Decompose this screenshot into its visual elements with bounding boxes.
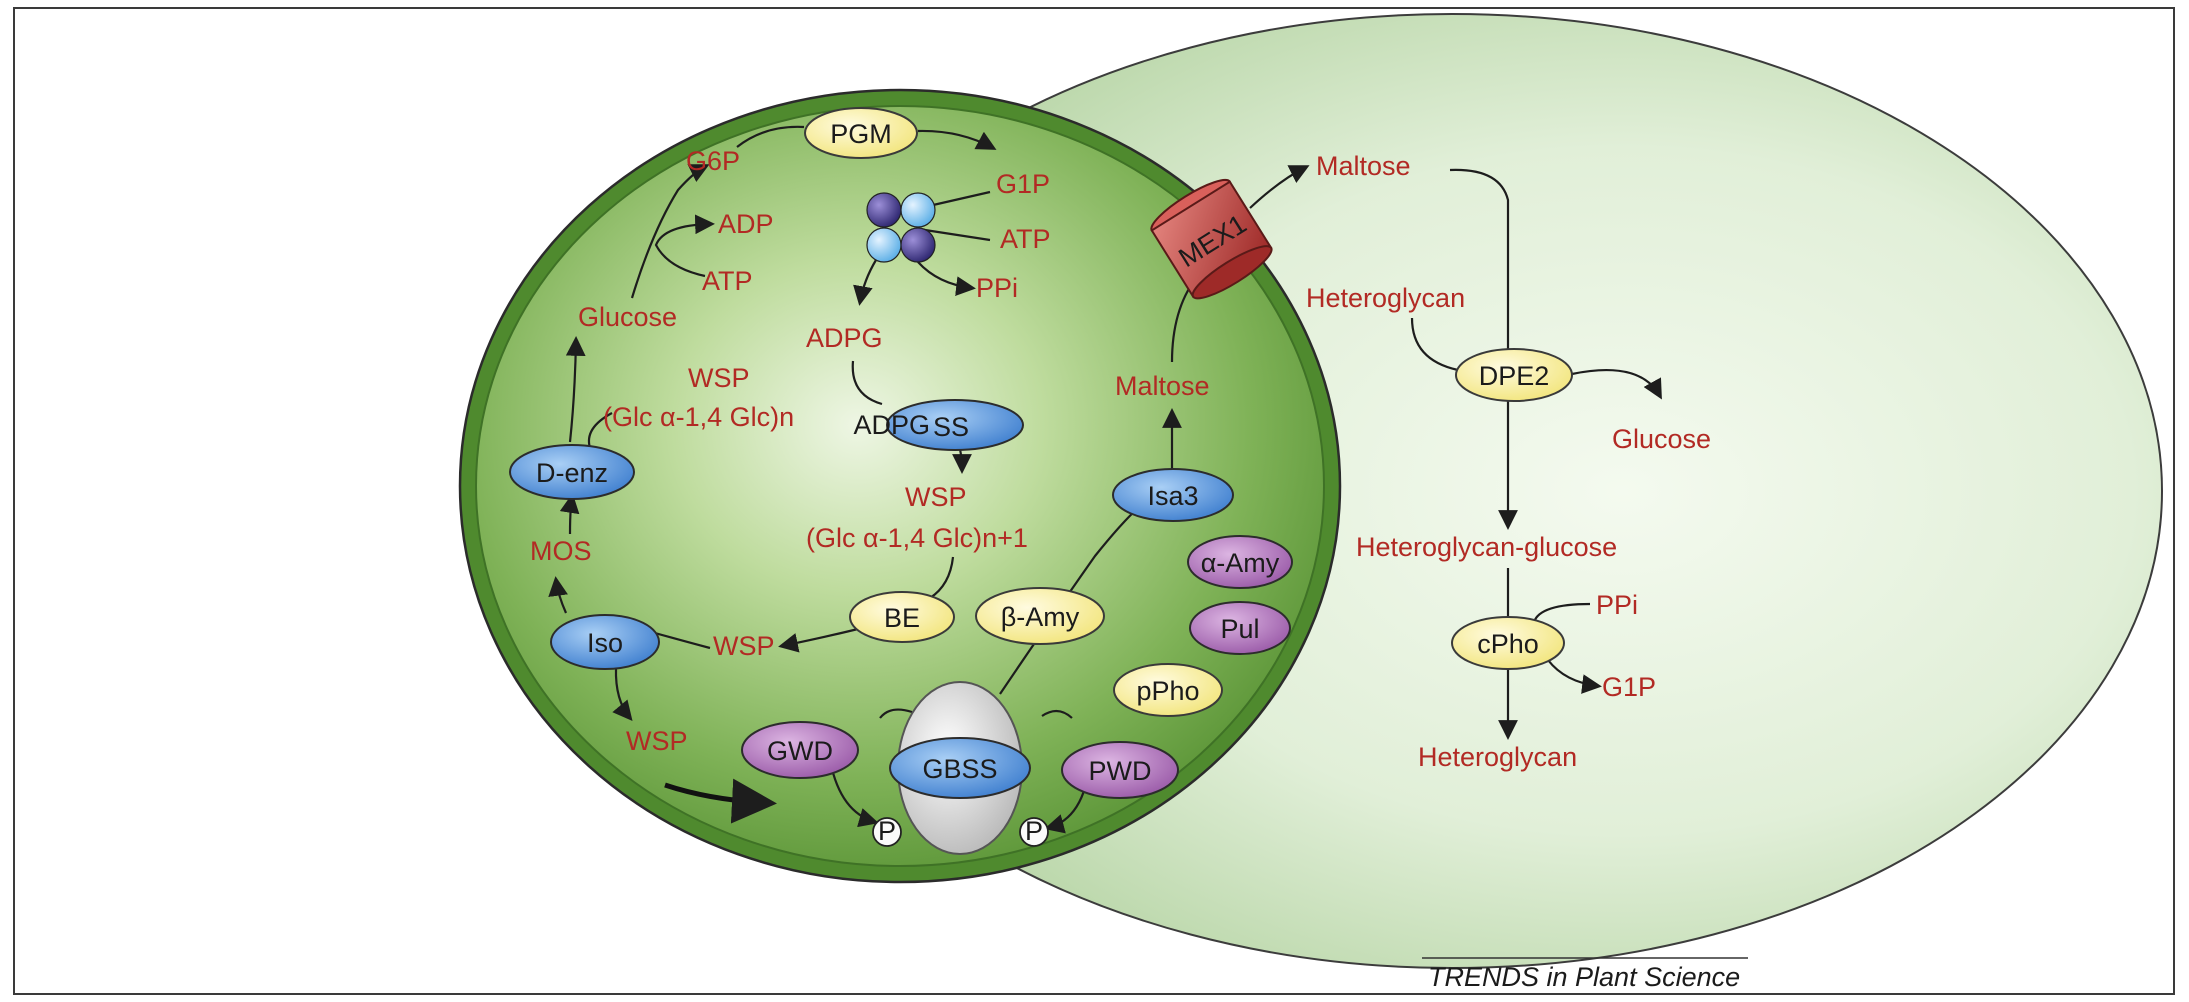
arrow-granule-pwd bbox=[1041, 709, 1073, 719]
arrow-denz-glucose bbox=[565, 336, 586, 443]
label-wsp-top: WSP bbox=[688, 363, 750, 393]
phosphate-icon: P bbox=[872, 816, 902, 847]
enzyme-dpe2-label: DPE2 bbox=[1479, 361, 1550, 391]
metabolite-labels: G6P G1P ADP ATP ATP PPi Glucose ADPG WSP… bbox=[530, 146, 1711, 772]
label-atp-left: ATP bbox=[702, 266, 753, 296]
arrow-agpase-adpg bbox=[853, 259, 877, 306]
arrow-agpase-ppi bbox=[917, 261, 976, 296]
label-g6p: G6P bbox=[686, 146, 740, 176]
arrow-g6p-pgm bbox=[736, 125, 805, 148]
mex1-transporter-icon: MEX1 bbox=[1150, 178, 1273, 300]
arrow-gwd-granule bbox=[879, 708, 913, 719]
arrow-wsp-granule bbox=[664, 778, 777, 824]
enzyme-ppho[interactable]: pPho bbox=[1113, 663, 1223, 717]
label-ppi: PPi bbox=[976, 273, 1018, 303]
arrow-wsp-denz bbox=[587, 412, 613, 449]
enzyme-pwd[interactable]: PWD bbox=[1061, 741, 1179, 799]
label-mos: MOS bbox=[530, 536, 592, 566]
label-ppi-out: PPi bbox=[1596, 590, 1638, 620]
enzyme-be-label: BE bbox=[884, 603, 920, 633]
enzyme-gbss[interactable]: GBSS bbox=[889, 737, 1031, 799]
phosphate-icon: P bbox=[1019, 816, 1049, 847]
label-atp-right: ATP bbox=[1000, 224, 1051, 254]
enzyme-ppho-label: pPho bbox=[1136, 676, 1199, 706]
enzyme-alpha-amy[interactable]: α-Amy bbox=[1187, 535, 1293, 589]
label-wsp-bottom: WSP bbox=[626, 726, 688, 756]
arrow-atp-adp bbox=[654, 214, 715, 278]
arrow-cpho-g1p bbox=[1547, 659, 1602, 694]
enzyme-cpho-label: cPho bbox=[1477, 629, 1539, 659]
enzyme-d-enz[interactable]: D-enz bbox=[509, 444, 635, 500]
arrow-atp-agpase bbox=[924, 228, 991, 242]
arrow-maltose-dpe2 bbox=[1449, 168, 1510, 352]
label-glc-n: (Glc α-1,4 Glc)n bbox=[603, 402, 794, 432]
enzyme-beta-amy[interactable]: β-Amy bbox=[975, 587, 1105, 645]
enzyme-pgm-label: PGM bbox=[830, 119, 892, 149]
label-wsp-mid: WSP bbox=[905, 482, 967, 512]
enzyme-gbss-label: GBSS bbox=[922, 754, 997, 784]
enzyme-dpe2[interactable]: DPE2 bbox=[1455, 348, 1573, 402]
label-glucose-out: Glucose bbox=[1612, 424, 1711, 454]
arrow-ppi-cpho bbox=[1532, 602, 1591, 623]
enzyme-pwd-label: PWD bbox=[1089, 756, 1152, 786]
label-heteroglycan-top: Heteroglycan bbox=[1306, 283, 1465, 313]
enzyme-pgm[interactable]: PGM bbox=[804, 107, 918, 159]
arrow-mex1-maltose bbox=[1249, 165, 1310, 209]
label-wsp-iso: WSP bbox=[713, 631, 775, 661]
arrow-wsp-be bbox=[929, 556, 955, 599]
enzyme-isa3[interactable]: Isa3 bbox=[1112, 468, 1234, 522]
phosphate-left-label: P bbox=[878, 816, 896, 846]
label-maltose-in: Maltose bbox=[1115, 371, 1210, 401]
arrow-dpe2-glucose bbox=[1571, 368, 1662, 400]
caption-text: TRENDS in Plant Science bbox=[1428, 962, 1740, 992]
label-maltose-out: Maltose bbox=[1316, 151, 1411, 181]
enzyme-be[interactable]: BE bbox=[849, 591, 955, 643]
label-g1p: G1P bbox=[996, 169, 1050, 199]
agpase-tetramer-icon bbox=[866, 192, 936, 263]
label-glc-n1: (Glc α-1,4 Glc)n+1 bbox=[806, 523, 1028, 553]
label-adp: ADP bbox=[718, 209, 774, 239]
enzyme-adpgss-small-label: ADPG bbox=[853, 410, 930, 440]
label-heteroglycan-glucose: Heteroglycan-glucose bbox=[1356, 532, 1617, 562]
label-heteroglycan-bottom: Heteroglycan bbox=[1418, 742, 1577, 772]
label-adpg: ADPG bbox=[806, 323, 883, 353]
arrow-glucose-g6p bbox=[630, 164, 710, 299]
enzyme-gwd[interactable]: GWD bbox=[741, 721, 859, 779]
phosphate-right-label: P bbox=[1025, 816, 1043, 846]
enzyme-beta-amy-label: β-Amy bbox=[1001, 602, 1080, 632]
enzyme-adpgss[interactable]: ADPG SS bbox=[853, 399, 1024, 451]
enzyme-adpgss-big-label: SS bbox=[933, 412, 969, 442]
enzyme-isa3-label: Isa3 bbox=[1147, 481, 1198, 511]
enzyme-pul-label: Pul bbox=[1220, 614, 1259, 644]
enzyme-pul[interactable]: Pul bbox=[1189, 601, 1291, 655]
arrow-wsp-iso bbox=[654, 631, 711, 650]
label-glucose: Glucose bbox=[578, 302, 677, 332]
enzyme-alpha-amy-label: α-Amy bbox=[1201, 548, 1280, 578]
arrow-adpg-ss bbox=[851, 360, 883, 406]
enzyme-iso[interactable]: Iso bbox=[550, 614, 660, 670]
figure-caption: TRENDS in Plant Science bbox=[1422, 957, 1748, 992]
arrow-iso-mos bbox=[548, 576, 568, 614]
enzyme-cpho[interactable]: cPho bbox=[1451, 616, 1565, 670]
enzyme-gwd-label: GWD bbox=[767, 736, 833, 766]
enzyme-d-enz-label: D-enz bbox=[536, 458, 608, 488]
enzyme-iso-label: Iso bbox=[587, 628, 623, 658]
arrow-iso-wspbottom bbox=[612, 667, 633, 722]
arrow-pgm-g1p bbox=[917, 129, 997, 150]
label-g1p-out: G1P bbox=[1602, 672, 1656, 702]
arrow-heteroglycan-dpe2 bbox=[1410, 317, 1459, 372]
